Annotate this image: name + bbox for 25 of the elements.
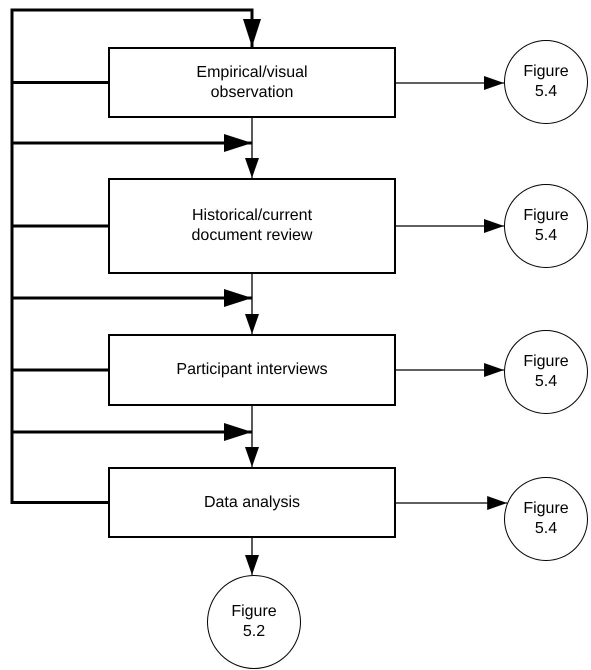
process-box: [108, 467, 396, 538]
figure-reference: Figure 5.4: [522, 352, 570, 392]
arrow: [245, 406, 259, 467]
arrow: [245, 538, 259, 575]
feedback-arrow: [10, 8, 261, 504]
process-label: Historical/current document review: [190, 206, 314, 246]
process-box: [108, 178, 396, 274]
feedback-arrow: [10, 81, 252, 152]
process-box: [108, 334, 396, 406]
arrow: [396, 219, 504, 233]
figure-reference: Figure 5.2: [230, 602, 278, 642]
figure-reference: Figure 5.4: [522, 62, 570, 102]
feedback-arrow: [10, 368, 252, 441]
process-label: Data analysis: [204, 492, 300, 512]
feedback-arrow: [10, 224, 252, 307]
process-label: Empirical/visual observation: [195, 62, 309, 102]
process-box: [108, 47, 396, 118]
arrow: [396, 363, 504, 377]
figure-reference: Figure 5.4: [522, 499, 570, 539]
arrow: [396, 76, 504, 90]
arrow: [245, 274, 259, 334]
arrow: [396, 496, 508, 510]
process-label: Participant interviews: [176, 360, 328, 380]
figure-reference: Figure 5.4: [522, 206, 570, 246]
arrow: [245, 118, 259, 178]
